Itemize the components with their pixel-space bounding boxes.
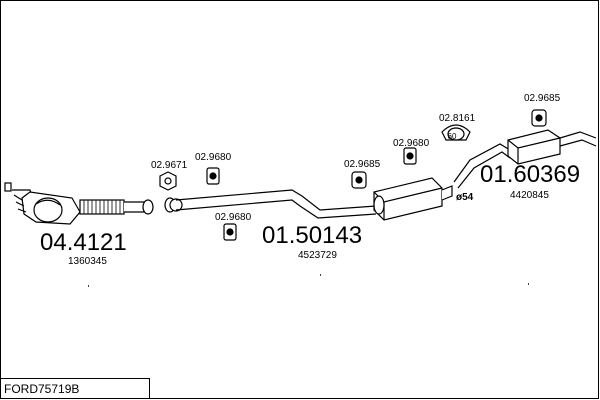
clamp-ring-size-label: 60 <box>448 132 457 141</box>
catalytic-converter-section <box>4 182 154 287</box>
flex-pipe-icon <box>79 199 125 215</box>
part-ref-cat: 1360345 <box>68 256 107 267</box>
gasket-icon <box>159 171 177 191</box>
clamp-label: 02.9671 <box>151 160 188 171</box>
part-ref-centre: 4523729 <box>298 250 337 261</box>
centre-silencer-section <box>164 177 453 276</box>
rubber-hanger-icon <box>351 171 367 189</box>
part-number-centre: 01.50143 <box>262 222 362 249</box>
part-number-rear: 01.60369 <box>480 161 580 188</box>
rubber-hanger-icon <box>403 147 417 165</box>
rubber-hanger-icon <box>531 109 547 127</box>
clamp-label: 02.9685 <box>344 159 381 170</box>
part-ref-rear: 4420845 <box>510 190 549 201</box>
clamp-label: 02.9680 <box>195 152 232 163</box>
front-connector-icon <box>4 182 12 192</box>
rubber-hanger-icon <box>223 223 237 241</box>
rubber-hanger-icon <box>206 167 220 185</box>
part-number-cat: 04.4121 <box>40 229 127 256</box>
pipe-clamp-icon <box>441 124 471 141</box>
diameter-label: ø54 <box>456 192 474 203</box>
rear-silencer-icon <box>507 129 561 165</box>
diagram-caption: FORD75719B <box>0 378 150 398</box>
clamp-label: 02.8161 <box>439 113 476 124</box>
rear-silencer-section <box>453 129 597 285</box>
centre-silencer-icon <box>373 177 443 221</box>
clamp-label: 02.9680 <box>393 138 430 149</box>
clamp-label: 02.9680 <box>215 212 252 223</box>
clamp-label: 02.9685 <box>524 93 561 104</box>
